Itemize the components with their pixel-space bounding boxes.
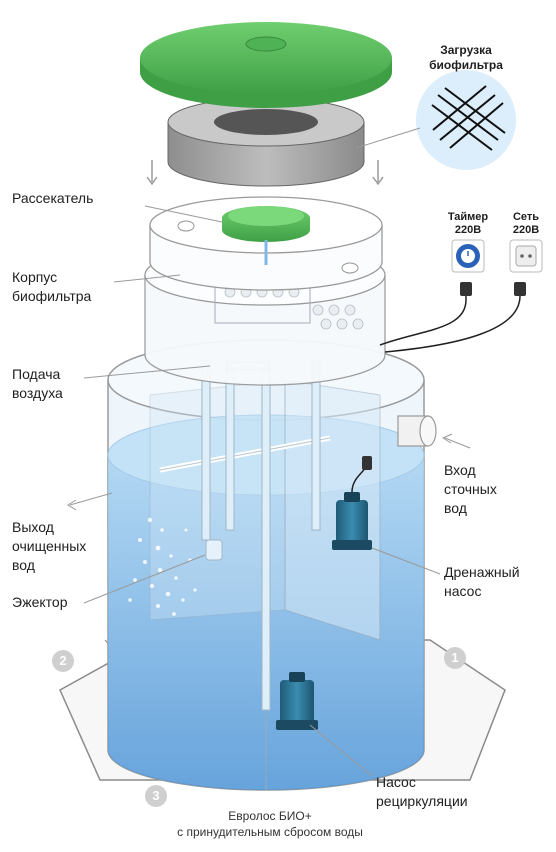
- chamber-badge-1: 1: [444, 647, 466, 669]
- main-tank: [107, 339, 425, 791]
- mains-socket-icon: [384, 239, 543, 353]
- biofilter-body-label: Корпус биофильтра: [12, 269, 92, 304]
- chamber-badge-2: 2: [52, 650, 74, 672]
- inlet-label: Вход сточных вод: [444, 462, 497, 516]
- splitter-section: [149, 196, 383, 291]
- biofilter-media-icon: [416, 70, 516, 170]
- inlet-pipe: [397, 415, 437, 447]
- drain-pump: [332, 456, 372, 550]
- green-lid: [140, 22, 392, 108]
- grey-ring: [167, 97, 365, 187]
- air-bubbles: [128, 517, 197, 616]
- ejector-label: Эжектор: [12, 594, 68, 610]
- air-supply-label: Подача воздуха: [12, 366, 63, 401]
- drain-pump-label: Дренажный насос: [444, 564, 520, 599]
- chamber-badge-3: 3: [145, 785, 167, 807]
- recirculation-pump-label: Насос рециркуляции: [376, 774, 468, 809]
- mains-label: Сеть 220В: [512, 211, 540, 236]
- timer-socket-icon: [379, 239, 485, 346]
- splitter-label: Рассекатель: [12, 190, 94, 206]
- assembly-arrows: [146, 160, 384, 186]
- outlet-label: Выход очищенных вод: [12, 519, 87, 573]
- recirculation-pump: [276, 672, 318, 730]
- biofilter-loading-label: Загрузка биофильтра: [429, 43, 503, 72]
- diagram-caption: Евролос БИО+ с принудительным сбросом во…: [177, 809, 363, 839]
- leader-lines: [67, 127, 471, 777]
- timer-label: Таймер 220В: [447, 211, 489, 236]
